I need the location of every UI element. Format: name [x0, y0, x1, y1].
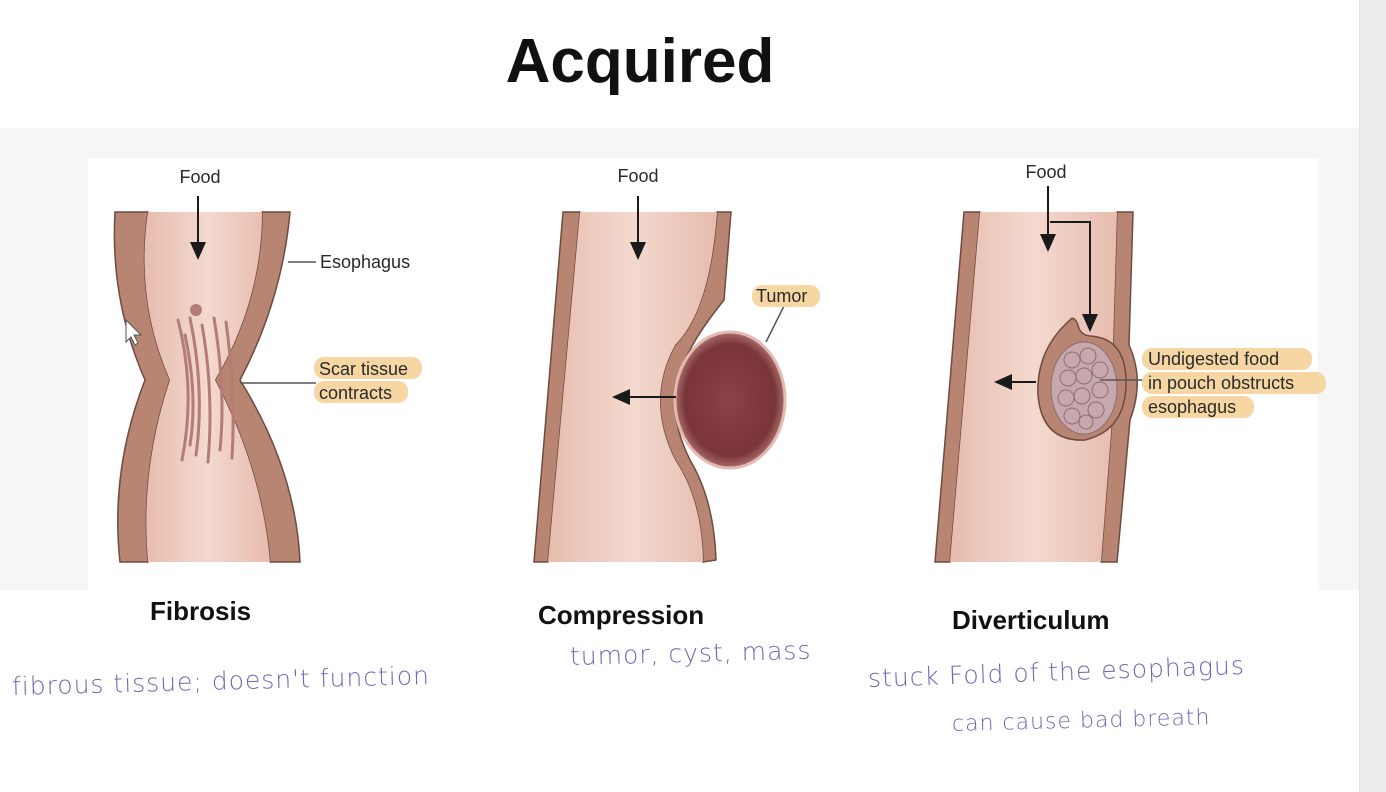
diverticulum-food-label: Food [1025, 162, 1066, 182]
vertical-scrollbar[interactable] [1359, 0, 1386, 792]
compression-lumen [548, 212, 717, 562]
scar-tissue-lines [176, 316, 235, 464]
scar-nodule [190, 304, 202, 316]
tumor-label: Tumor [756, 286, 807, 306]
pouch-label-3: esophagus [1148, 397, 1236, 417]
food-to-pouch-arrow [1050, 221, 1098, 332]
compression-caption: Compression [538, 600, 705, 630]
fibrosis-diagram: Food Esophagus Scar tissue contracts [113, 167, 422, 563]
fibrosis-lumen [144, 212, 270, 562]
scar-tissue-label-1: Scar tissue [319, 359, 408, 379]
compression-food-label: Food [617, 166, 658, 186]
diverticulum-diagram: Food Undigested food in pouch obstructs … [934, 162, 1326, 563]
pouch-label-1: Undigested food [1148, 349, 1279, 369]
scar-tissue-label-2: contracts [319, 383, 392, 403]
diverticulum-lumen [950, 212, 1117, 562]
mouse-cursor-icon [125, 318, 143, 346]
fibrosis-food-label: Food [179, 167, 220, 187]
tumor-mass [673, 330, 787, 470]
fibrosis-caption: Fibrosis [150, 596, 252, 626]
page-title: Acquired [505, 27, 775, 96]
diverticulum-caption: Diverticulum [952, 605, 1110, 635]
esophagus-label: Esophagus [320, 252, 410, 272]
pouch-label-2: in pouch obstructs [1148, 373, 1294, 393]
compression-diagram: Food Tumor [533, 166, 820, 563]
